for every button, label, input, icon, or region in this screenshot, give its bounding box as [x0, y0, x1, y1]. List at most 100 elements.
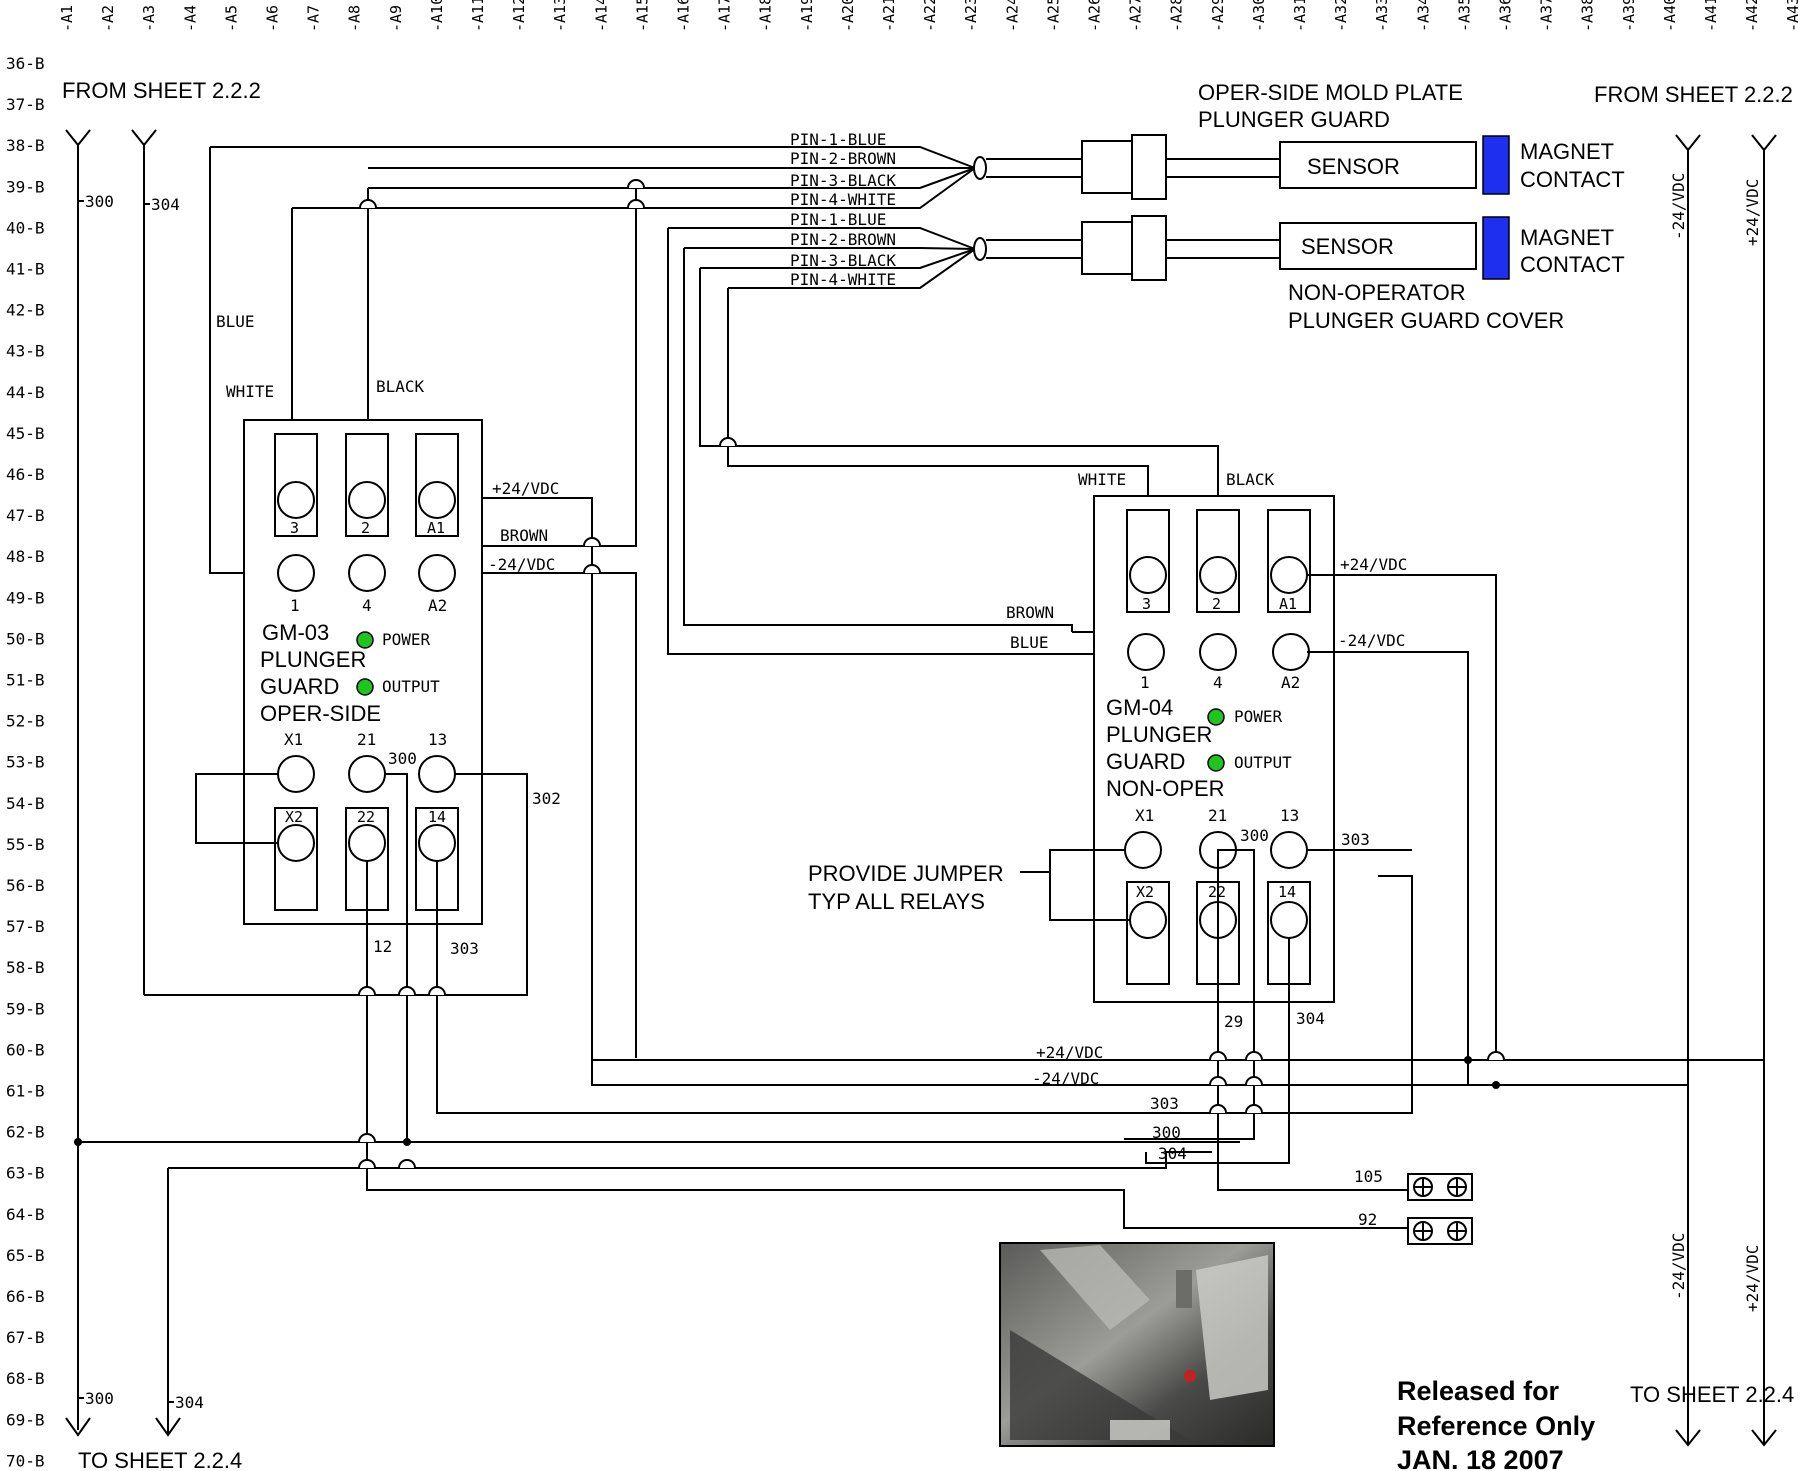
magnet-2-label-b: CONTACT [1520, 252, 1625, 277]
label-blue-gm03: BLUE [216, 312, 255, 331]
column-label: -A3 [140, 5, 158, 32]
label-304-bottom: 304 [175, 1393, 204, 1412]
oper-guard-title-2: PLUNGER GUARD [1198, 107, 1390, 132]
gm04-t13: 13 [1280, 806, 1299, 825]
gm03-t22: 22 [357, 808, 375, 826]
column-label: -A10 [428, 0, 446, 32]
terminal-block-92 [1124, 1217, 1473, 1245]
label-brown-gm03: BROWN [500, 526, 548, 545]
column-label: -A25 [1044, 0, 1062, 32]
pin1-lower: PIN-1-BLUE [790, 210, 886, 229]
column-label: -A15 [633, 0, 651, 32]
dc-supply-lines [1675, 134, 1777, 1447]
label-m24-gm03: -24/VDC [488, 555, 555, 574]
row-label: 57-B [6, 917, 45, 936]
gm03-tX2: X2 [285, 808, 303, 826]
row-label: 68-B [6, 1369, 45, 1388]
gm03-t3: 3 [290, 519, 299, 537]
column-label: -A35 [1455, 0, 1473, 32]
row-label: 64-B [6, 1205, 45, 1224]
gm03-tA1: A1 [427, 519, 445, 537]
pin1-upper: PIN-1-BLUE [790, 130, 886, 149]
to-sheet-right: TO SHEET 2.2.4 [1630, 1382, 1794, 1407]
label-blue-gm04: BLUE [1010, 633, 1049, 652]
row-label: 40-B [6, 218, 45, 237]
row-label: 54-B [6, 794, 45, 813]
row-label: 44-B [6, 383, 45, 402]
label-p24-bottom: +24/VDC [1743, 1245, 1762, 1312]
gm04-t2: 2 [1212, 595, 1221, 613]
pin3-lower: PIN-3-BLACK [790, 251, 896, 270]
column-label: -A12 [510, 0, 528, 32]
pin2-lower: PIN-2-BROWN [790, 230, 896, 249]
gm04-t4: 4 [1213, 673, 1223, 692]
gm03-t14: 14 [428, 808, 446, 826]
column-label: -A26 [1086, 0, 1104, 32]
pin4-upper: PIN-4-WHITE [790, 190, 896, 209]
label-92: 92 [1358, 1210, 1377, 1229]
gm03-t1: 1 [290, 596, 300, 615]
column-label: -A38 [1579, 0, 1597, 32]
row-label: 51-B [6, 671, 45, 690]
gm03-t4: 4 [362, 596, 372, 615]
machine-photo [999, 1242, 1275, 1447]
label-p24-bus: +24/VDC [1036, 1043, 1103, 1062]
magnet-1-label-a: MAGNET [1520, 139, 1614, 164]
row-label: 49-B [6, 588, 45, 607]
gm04-tX1: X1 [1135, 806, 1154, 825]
row-label: 55-B [6, 835, 45, 854]
column-label: -A42 [1743, 0, 1761, 32]
column-label: -A1 [58, 5, 76, 32]
release-stamp-3: JAN. 18 2007 [1397, 1445, 1564, 1471]
pin4-lower: PIN-4-WHITE [790, 270, 896, 289]
gm03-title-3: GUARD [260, 674, 339, 699]
label-p24-gm03: +24/VDC [492, 479, 559, 498]
gm04-t3: 3 [1142, 595, 1151, 613]
column-label: -A37 [1538, 0, 1556, 32]
column-label: -A43 [1784, 0, 1802, 32]
pin2-upper: PIN-2-BROWN [790, 149, 896, 168]
column-label: -A17 [716, 0, 734, 32]
column-label: -A24 [1003, 0, 1021, 32]
gm03-t21: 21 [357, 730, 376, 749]
label-m24-top: -24/VDC [1669, 173, 1688, 240]
column-label: -A39 [1620, 0, 1638, 32]
sensor-1-label: SENSOR [1307, 154, 1400, 179]
row-label: 53-B [6, 753, 45, 772]
gm04-tA2: A2 [1281, 673, 1300, 692]
row-label: 47-B [6, 506, 45, 525]
column-label: -A18 [757, 0, 775, 32]
column-label: -A6 [264, 5, 282, 32]
column-label: -A28 [1168, 0, 1186, 32]
row-label: 60-B [6, 1040, 45, 1059]
label-black-gm03: BLACK [376, 377, 425, 396]
cable-oper-side [210, 134, 1510, 209]
row-label: 66-B [6, 1287, 45, 1306]
column-label: -A19 [798, 0, 816, 32]
column-label: -A5 [222, 5, 240, 32]
label-300-bus: 300 [1152, 1123, 1181, 1142]
gm03-tA2: A2 [428, 596, 447, 615]
column-label: -A23 [962, 0, 980, 32]
column-label: -A2 [99, 5, 117, 32]
label-300-gm04: 300 [1240, 826, 1269, 845]
gm04-t14: 14 [1278, 883, 1296, 901]
row-label: 39-B [6, 177, 45, 196]
column-label: -A11 [469, 0, 487, 32]
row-label: 69-B [6, 1410, 45, 1429]
gm03-power-label: POWER [382, 630, 431, 649]
label-12-gm03: 12 [373, 937, 392, 956]
nonoper-guard-title-1: NON-OPERATOR [1288, 280, 1466, 305]
column-label: -A13 [551, 0, 569, 32]
row-label: 65-B [6, 1246, 45, 1265]
gm04-t1: 1 [1140, 673, 1150, 692]
gm04-t21: 21 [1208, 806, 1227, 825]
label-303-gm03: 303 [450, 939, 479, 958]
label-white-gm04: WHITE [1078, 470, 1126, 489]
jumper-note-2: TYP ALL RELAYS [808, 889, 985, 914]
row-label: 43-B [6, 342, 45, 361]
gm03-t13: 13 [428, 730, 447, 749]
label-304-bus: 304 [1158, 1144, 1187, 1163]
relay-gm03 [243, 419, 483, 925]
